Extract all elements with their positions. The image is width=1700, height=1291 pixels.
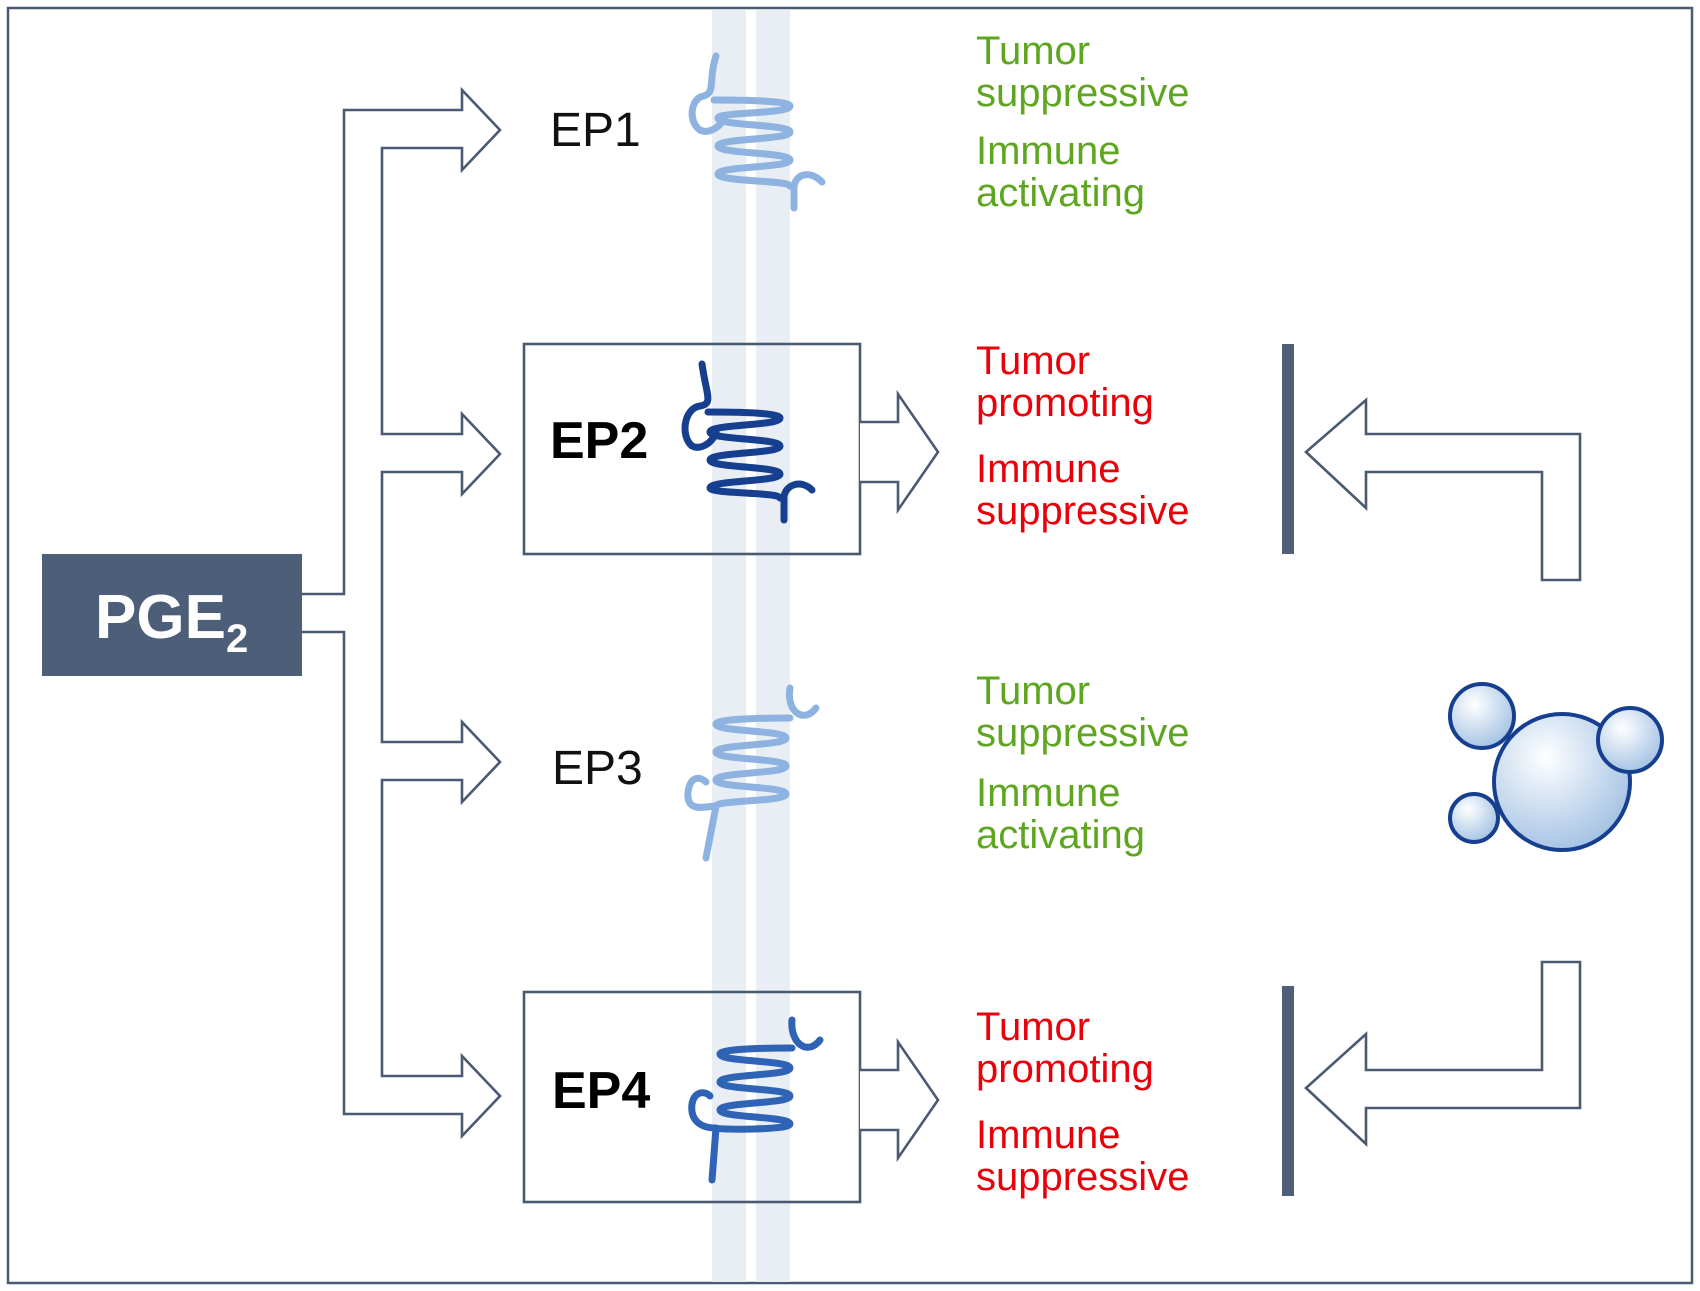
- effect-line: suppressive: [976, 1155, 1189, 1199]
- effect-line: suppressive: [976, 711, 1189, 755]
- branch-arrow-outer: [302, 86, 502, 1140]
- ep1-receptor-icon: [688, 52, 826, 212]
- ep3-label: EP3: [552, 742, 643, 795]
- effect-line: Tumor: [976, 29, 1090, 73]
- membrane-left-leaflet: [712, 10, 746, 1282]
- molecule-icon: [1448, 682, 1664, 852]
- pge2-label: PGE2: [95, 583, 248, 661]
- effect-line: suppressive: [976, 71, 1189, 115]
- ep1-label: EP1: [550, 104, 641, 157]
- effect-line: Immune: [976, 447, 1121, 491]
- effect-line: Immune: [976, 1113, 1121, 1157]
- effect-line: Tumor: [976, 669, 1090, 713]
- effect-line: Tumor: [976, 1005, 1090, 1049]
- effect-line: activating: [976, 171, 1145, 215]
- ep3-receptor-icon: [684, 684, 820, 862]
- pge2-box: PGE2: [42, 554, 302, 676]
- effect-line: Tumor: [976, 339, 1090, 383]
- effect-line: Immune: [976, 771, 1121, 815]
- effect-line: promoting: [976, 381, 1154, 425]
- effect-line: Immune: [976, 129, 1121, 173]
- effect-line: activating: [976, 813, 1145, 857]
- ep4-effects: Tumor promoting Immune suppressive: [976, 1005, 1189, 1199]
- ep2-inhibitor-arrow: [1304, 397, 1582, 582]
- ep4-receptor-icon: [688, 1016, 824, 1184]
- ep2-inhibition-bar-icon: [1282, 344, 1294, 554]
- effect-line: promoting: [976, 1047, 1154, 1091]
- effect-line: suppressive: [976, 489, 1189, 533]
- ep2-label: EP2: [550, 412, 648, 470]
- ep2-effects: Tumor promoting Immune suppressive: [976, 339, 1189, 533]
- ep1-effects: Tumor suppressive Immune activating: [976, 29, 1189, 215]
- ep4-effect-arrow: [860, 1037, 940, 1163]
- ep2-effect-arrow: [860, 389, 940, 515]
- ep4-label: EP4: [552, 1062, 650, 1120]
- ep4-inhibition-bar-icon: [1282, 986, 1294, 1196]
- ep3-effects: Tumor suppressive Immune activating: [976, 669, 1189, 857]
- ep4-inhibitor-arrow: [1304, 960, 1582, 1147]
- ep2-receptor-icon: [681, 360, 816, 524]
